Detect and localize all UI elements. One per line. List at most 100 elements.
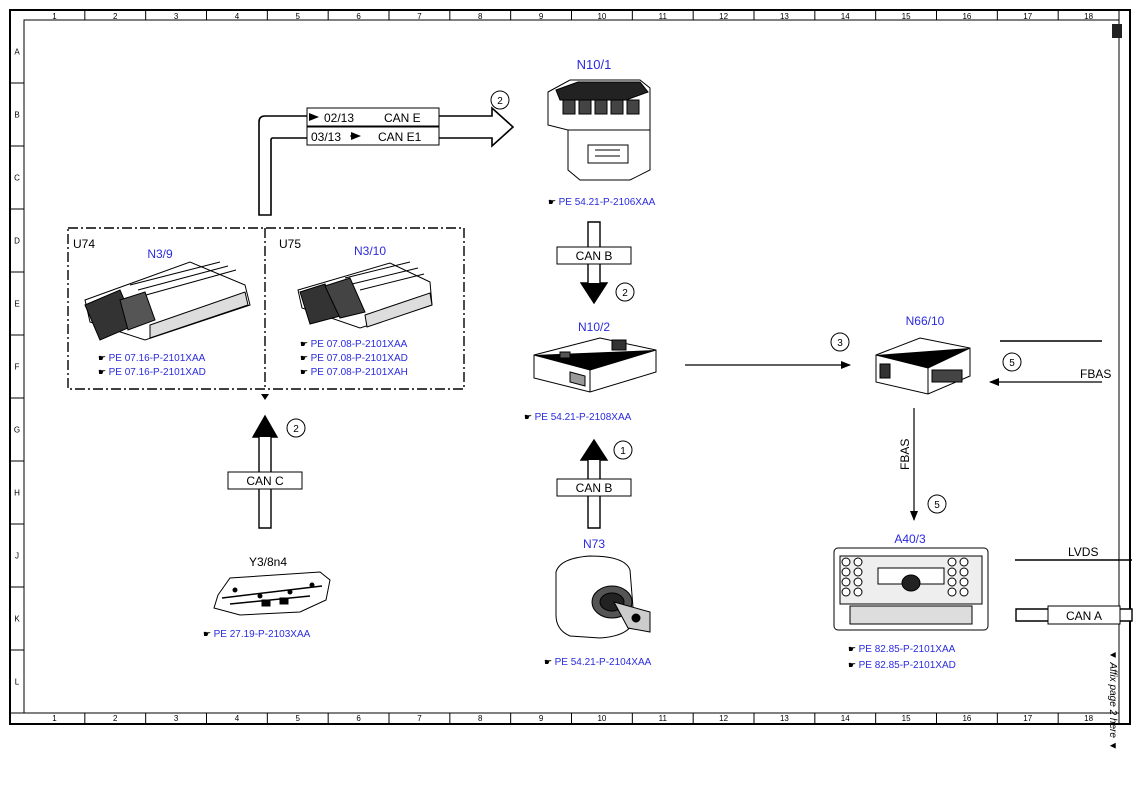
grid-column-label: 2: [113, 12, 118, 21]
marker-circle: 3: [830, 332, 850, 352]
head-unit-button: [947, 577, 957, 587]
grid-row-label: E: [14, 300, 19, 309]
fbas-vertical-label: FBAS: [898, 439, 912, 470]
n73-label: N73: [583, 537, 605, 551]
n3-9-ref-2[interactable]: ☛ PE 07.16-P-2101XAD: [98, 367, 206, 378]
marker-circle: 2: [615, 282, 635, 302]
n3-9-ecu-image: [84, 261, 251, 341]
head-unit-button: [841, 587, 851, 597]
n10-1-ref[interactable]: ☛ PE 54.21-P-2106XAA: [548, 197, 656, 208]
grid-column-label: 6: [356, 12, 361, 21]
grid-column-label: 6: [356, 714, 361, 723]
grid-column-label: 13: [780, 714, 789, 723]
head-unit-button: [959, 557, 969, 567]
grid-column-label: 9: [539, 12, 544, 21]
a40-3-ref-1[interactable]: ☛ PE 82.85-P-2101XAA: [848, 644, 956, 655]
marker-circle: 2: [490, 90, 510, 110]
n3-10-label: N3/10: [354, 244, 386, 258]
grid-column-label: 10: [597, 12, 606, 21]
marker-circle: 1: [613, 440, 633, 460]
marker-circle: 2: [286, 418, 306, 438]
head-unit-button: [947, 567, 957, 577]
lvds-label: LVDS: [1068, 545, 1098, 559]
fbas-right-label: FBAS: [1080, 367, 1111, 381]
grid-column-label: 7: [417, 12, 422, 21]
grid-column-label: 18: [1084, 714, 1093, 723]
corner-symbol: [1112, 24, 1122, 38]
n73-ref[interactable]: ☛ PE 54.21-P-2104XAA: [544, 657, 652, 668]
grid-column-label: 13: [780, 12, 789, 21]
grid-column-label: 12: [719, 714, 728, 723]
grid-column-label: 8: [478, 12, 483, 21]
head-unit-button: [947, 557, 957, 567]
grid-column-label: 3: [174, 12, 179, 21]
u74-label: U74: [73, 237, 95, 251]
grid-column-label: 1: [52, 12, 57, 21]
y3-8n4-ref[interactable]: ☛ PE 27.19-P-2103XAA: [203, 629, 311, 640]
n66-10-module-image: [875, 337, 971, 395]
grid-column-label: 5: [296, 12, 301, 21]
grid-column-label: 11: [659, 714, 668, 723]
grid-column-label: 15: [902, 714, 911, 723]
can-c-label: CAN C: [246, 474, 284, 488]
grid-row-label: J: [15, 552, 19, 561]
grid-row-label: A: [14, 48, 20, 57]
marker-circle: 5: [927, 494, 947, 514]
can-b-upper-bus-arrow: CAN B: [556, 221, 632, 305]
n3-10-ref-3[interactable]: ☛ PE 07.08-P-2101XAH: [300, 367, 408, 378]
head-unit-button: [841, 577, 851, 587]
n3-10-ref-2[interactable]: ☛ PE 07.08-P-2101XAD: [300, 353, 408, 364]
can-e-page-ref: 02/13: [324, 111, 354, 125]
grid-column-label: 4: [235, 12, 240, 21]
grid-column-label: 2: [113, 714, 118, 723]
grid-column-label: 14: [841, 714, 850, 723]
grid-row-label: B: [14, 111, 19, 120]
svg-text:2: 2: [293, 424, 299, 435]
can-b-upper-label: CAN B: [576, 249, 613, 263]
head-unit-button: [947, 587, 957, 597]
group-exit-tick: [261, 394, 269, 400]
grid-column-label: 1: [52, 714, 57, 723]
grid-row-label: H: [14, 489, 20, 498]
marker-circle: 5: [1002, 352, 1022, 372]
grid-row-label: D: [14, 237, 20, 246]
svg-text:3: 3: [837, 338, 843, 349]
grid-column-label: 3: [174, 714, 179, 723]
svg-text:5: 5: [1009, 358, 1015, 369]
grid-column-label: 18: [1084, 12, 1093, 21]
grid-column-label: 12: [719, 12, 728, 21]
head-unit-button: [841, 567, 851, 577]
n66-10-label: N66/10: [906, 314, 945, 328]
u75-label: U75: [279, 237, 301, 251]
grid-column-label: 5: [296, 714, 301, 723]
grid-column-label: 4: [235, 714, 240, 723]
grid-row-label: L: [15, 678, 20, 687]
n10-2-label: N10/2: [578, 320, 610, 334]
a40-3-ref-2[interactable]: ☛ PE 82.85-P-2101XAD: [848, 660, 956, 671]
grid-column-label: 8: [478, 714, 483, 723]
grid-column-label: 10: [597, 714, 606, 723]
grid-column-label: 15: [902, 12, 911, 21]
n3-9-ref-1[interactable]: ☛ PE 07.16-P-2101XAA: [98, 353, 206, 364]
svg-text:2: 2: [497, 96, 503, 107]
n3-10-ecu-image: [297, 261, 433, 329]
engine-control-group-frame: [67, 227, 465, 390]
head-unit-button: [853, 577, 863, 587]
grid-column-label: 16: [962, 714, 971, 723]
drawing-frame: 1122334455667788991010111112121313141415…: [9, 9, 1131, 725]
grid-row-label: G: [14, 426, 20, 435]
can-b-lower-bus-arrow: CAN B: [556, 438, 632, 529]
grid-column-label: 7: [417, 714, 422, 723]
can-e1-page-ref: 03/13: [311, 130, 341, 144]
n3-10-ref-1[interactable]: ☛ PE 07.08-P-2101XAA: [300, 339, 408, 350]
grid-column-label: 14: [841, 12, 850, 21]
can-e-bus-arrow: 02/13 CAN E 03/13 CAN E1: [258, 106, 515, 216]
can-e-label: CAN E: [384, 111, 421, 125]
svg-text:5: 5: [934, 500, 940, 511]
can-a-bus: CAN A: [1015, 605, 1133, 625]
n10-2-ref[interactable]: ☛ PE 54.21-P-2108XAA: [524, 412, 632, 423]
head-unit-button: [959, 567, 969, 577]
svg-text:1: 1: [620, 446, 626, 457]
head-unit-button: [853, 587, 863, 597]
